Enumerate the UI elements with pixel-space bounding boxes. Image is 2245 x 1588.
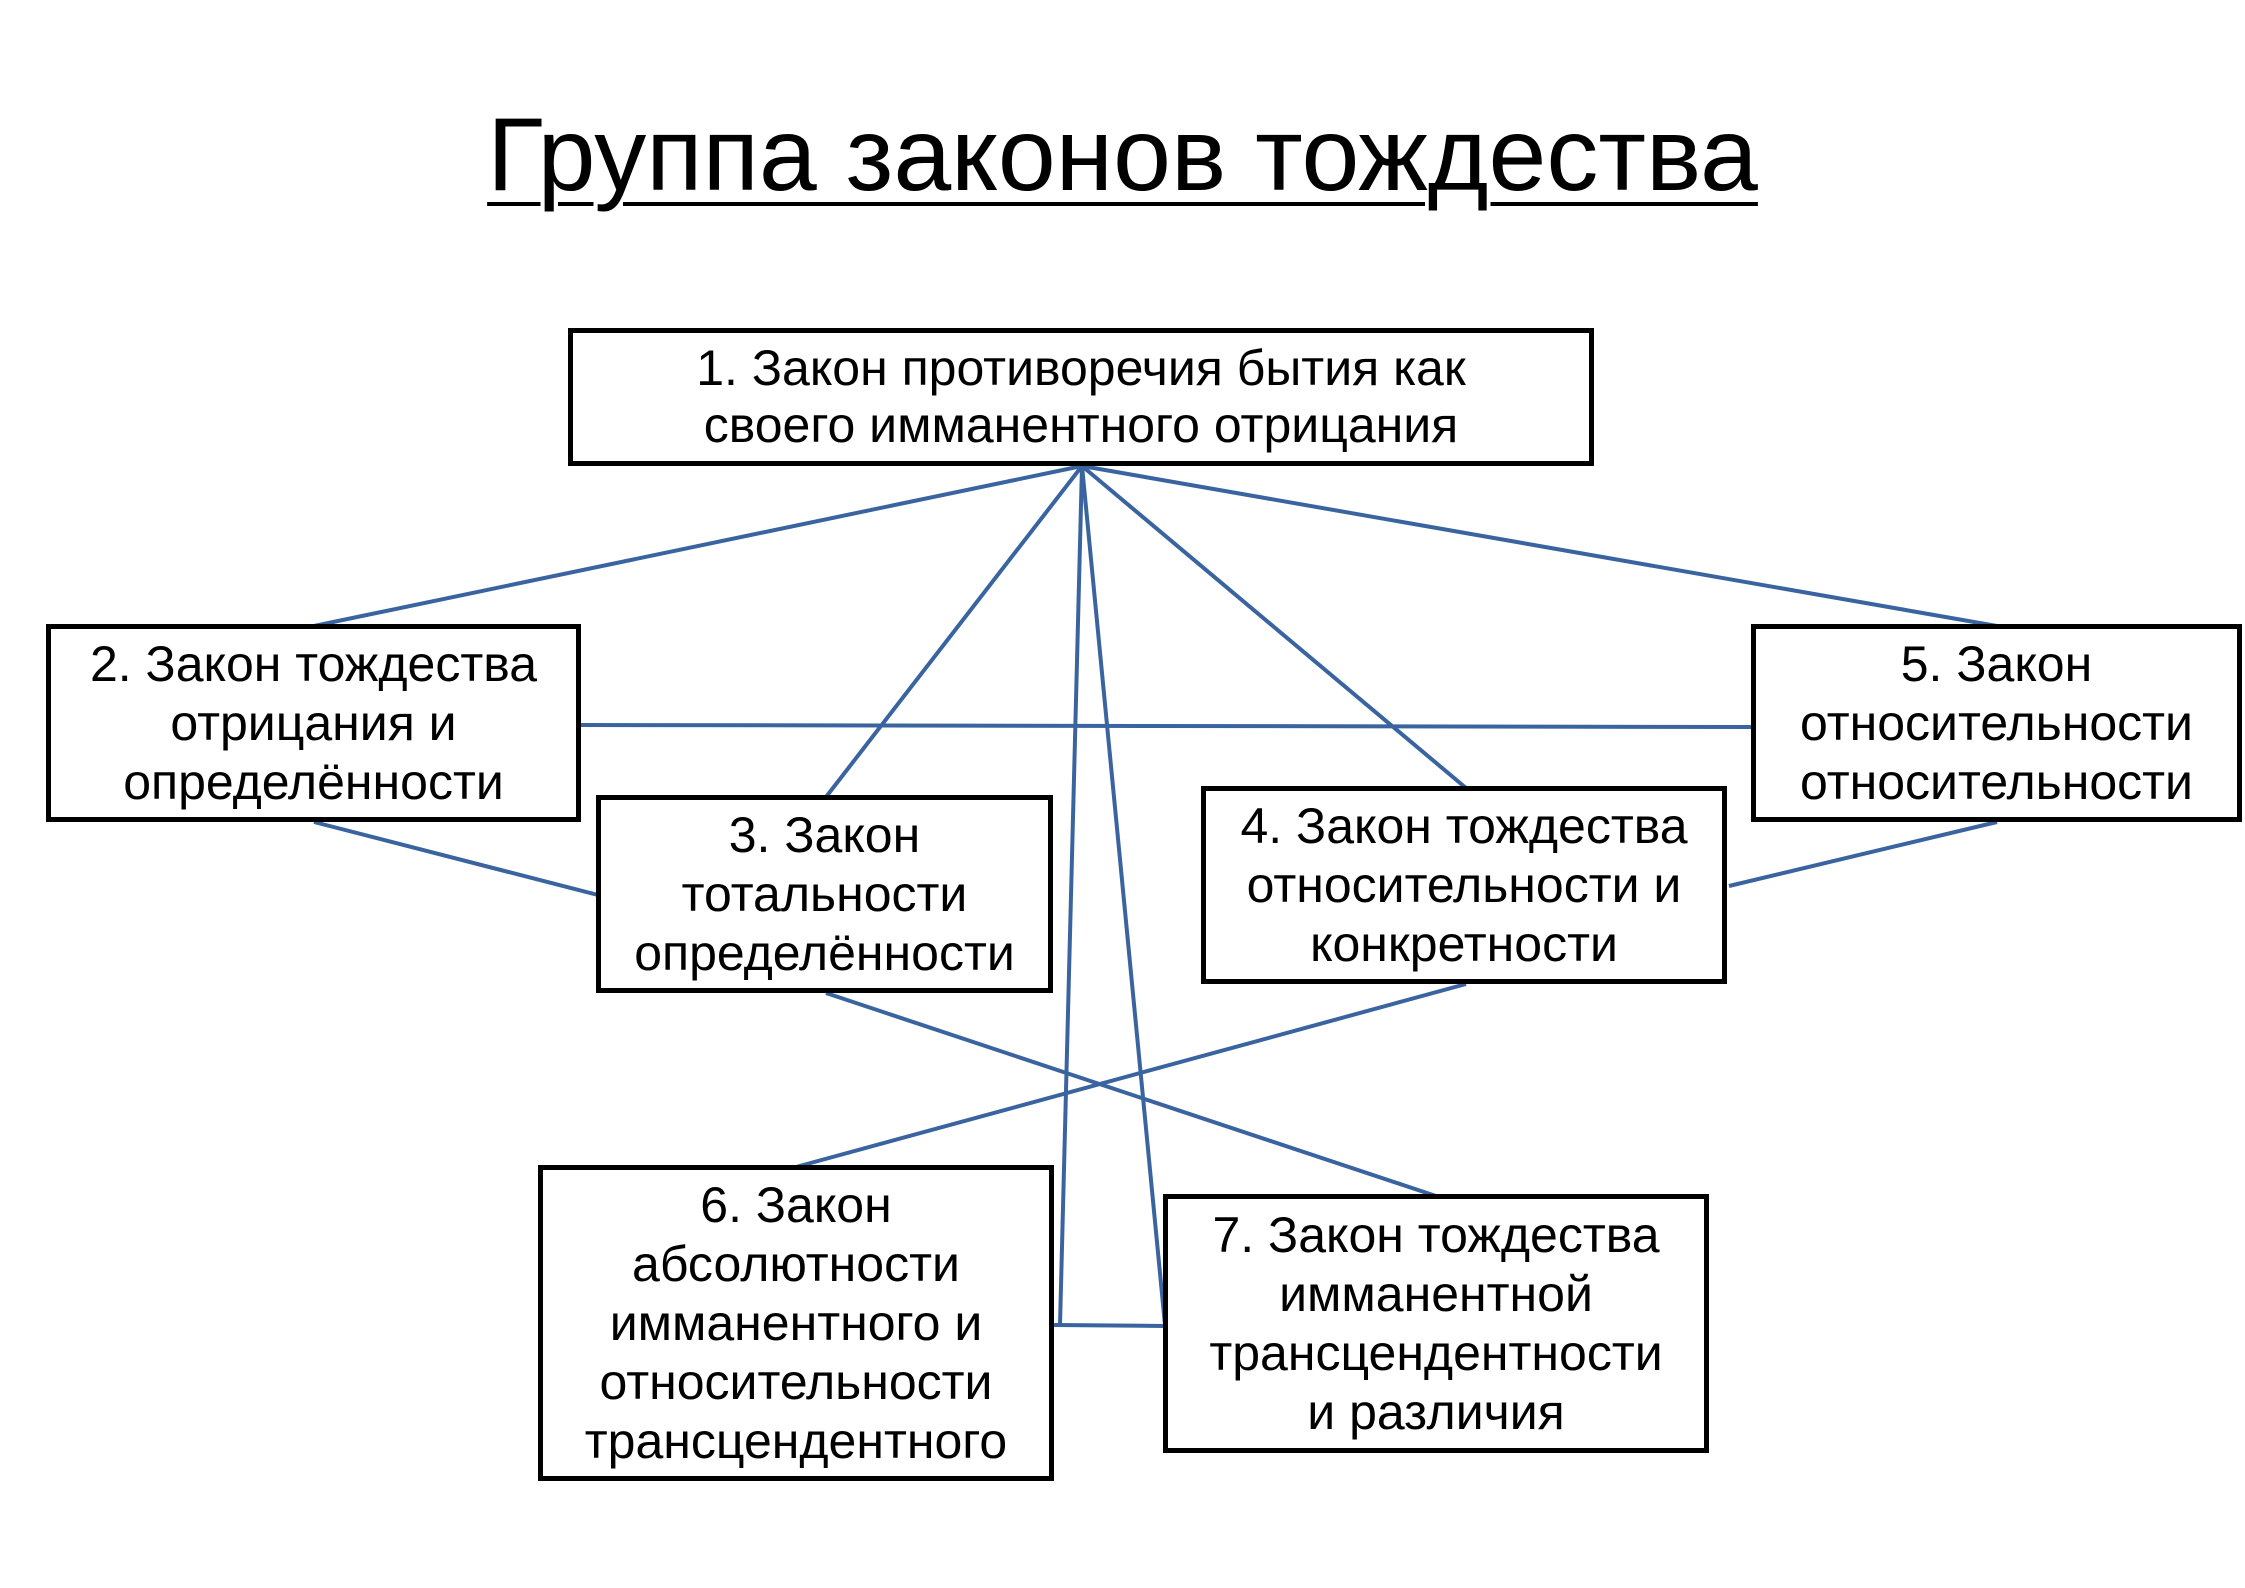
law-7-node: 7. Закон тождества имманентной трансценд…: [1163, 1194, 1709, 1453]
law-1-node: 1. Закон противоречия бытия как своего и…: [568, 328, 1594, 466]
edge-n1-n6: [1056, 465, 1084, 1327]
edge-n1-n2: [313, 464, 1083, 628]
edge-n1-n7: [1080, 465, 1167, 1326]
edge-n1-n3: [824, 464, 1084, 799]
edge-n1-n4: [1080, 464, 1468, 790]
law-4-node: 4. Закон тождества относительности и кон…: [1201, 786, 1727, 984]
page-title: Группа законов тождества: [487, 97, 1758, 213]
law-3-node: 3. Закон тотальности определённости: [596, 795, 1053, 993]
law-5-node: 5. Закон относительности относительности: [1751, 624, 2242, 822]
edge-n3-n7: [825, 991, 1437, 1198]
edge-n1-n5: [1081, 464, 1998, 628]
edge-n5-n4: [1728, 820, 1998, 888]
edge-n2-n5: [580, 723, 1754, 729]
law-6-node: 6. Закон абсолютности имманентного и отн…: [538, 1165, 1054, 1481]
law-2-node: 2. Закон тождества отрицания и определён…: [46, 624, 581, 822]
edge-n6-n7: [1053, 1323, 1166, 1328]
edge-n2-n3: [313, 820, 599, 897]
edge-n4-n6: [795, 982, 1467, 1169]
